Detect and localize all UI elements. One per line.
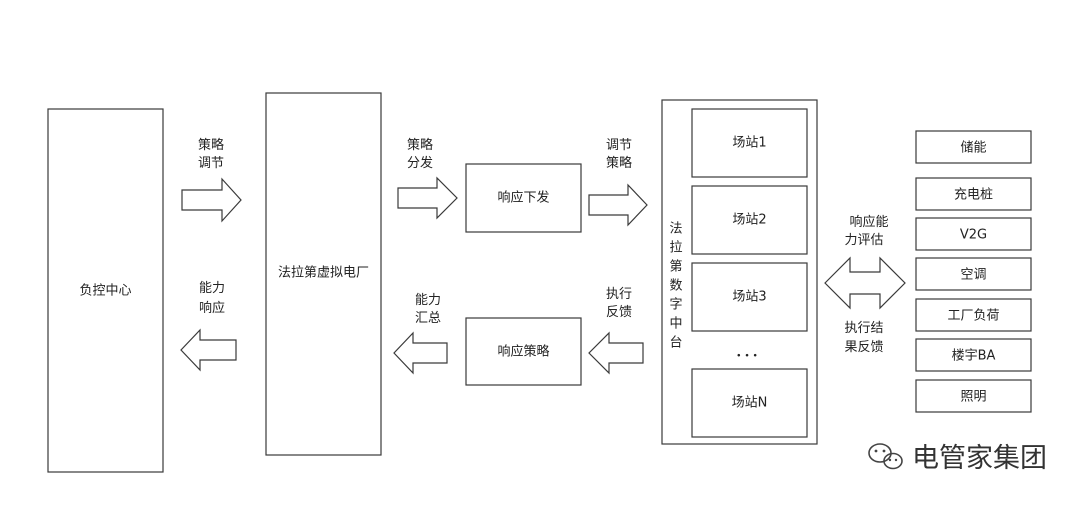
edge-label-line: 反馈 <box>606 305 632 320</box>
resource-v2g: V2G <box>915 217 1032 251</box>
edge-label-line: 策略 <box>407 137 433 153</box>
platform-vertical-label: 法 拉 第 数 字 中 台 <box>669 222 682 351</box>
edge-label-line: 分发 <box>407 155 433 171</box>
edge-label-line: 策略 <box>198 137 224 153</box>
resource-label: 楼宇BA <box>952 349 996 364</box>
node-label: 响应策略 <box>497 344 549 360</box>
edge-label-line: 调节 <box>198 156 224 171</box>
station-label: 场站2 <box>732 213 766 228</box>
station-n: 场站N <box>691 368 808 438</box>
resource-label: V2G <box>960 228 987 243</box>
edge-label-line: 响应 <box>199 300 225 316</box>
platform-label-char: 法 <box>669 222 682 237</box>
station-1: 场站1 <box>691 108 808 178</box>
station-label: 场站1 <box>732 136 766 151</box>
platform-label-char: 第 <box>669 260 682 275</box>
resource-label: 空调 <box>960 268 986 283</box>
node-response-strategy: 响应策略 <box>465 317 582 386</box>
edge-label-line: 调节 <box>606 138 632 153</box>
wechat-icon <box>868 443 903 470</box>
node-virtual-power-plant: 法拉第虚拟电厂 <box>265 92 382 456</box>
platform-label-char: 字 <box>669 298 682 313</box>
edge-label-line: 执行结 <box>844 321 883 336</box>
resource-building-ba: 楼宇BA <box>915 338 1032 372</box>
platform-label-char: 台 <box>669 336 682 351</box>
platform-label-char: 拉 <box>669 241 682 256</box>
resource-lighting: 照明 <box>915 379 1032 413</box>
arrow-adjust-strategy: 调节 策略 <box>588 138 648 227</box>
arrow-strategy-adjust: 策略 调节 <box>181 137 242 223</box>
station-2: 场站2 <box>691 185 808 255</box>
resource-label: 工厂负荷 <box>947 309 999 324</box>
resource-label: 储能 <box>960 141 986 156</box>
node-label: 响应下发 <box>497 190 549 206</box>
edge-label-line: 策略 <box>606 155 632 171</box>
platform-label-char: 中 <box>669 317 682 332</box>
node-label: 负控中心 <box>79 284 131 299</box>
resource-energy-storage: 储能 <box>915 130 1032 164</box>
watermark-text: 电管家集团 <box>912 443 1047 474</box>
station-ellipsis: • • • <box>736 352 758 362</box>
resource-charging-pile: 充电桩 <box>915 177 1032 211</box>
edge-label-line: 力评估 <box>844 233 883 248</box>
station-label: 场站N <box>732 396 768 411</box>
resource-label: 充电桩 <box>954 187 993 203</box>
resource-list: 储能 充电桩 V2G 空调 工厂负荷 楼宇BA 照明 <box>915 130 1032 413</box>
station-label: 场站3 <box>732 290 766 305</box>
node-response-dispatch: 响应下发 <box>465 163 582 233</box>
watermark: 电管家集团 <box>868 443 1047 474</box>
arrow-strategy-distribute: 策略 分发 <box>397 137 458 220</box>
resource-label: 照明 <box>960 390 986 405</box>
resource-factory-load: 工厂负荷 <box>915 298 1032 332</box>
station-3: 场站3 <box>691 262 808 332</box>
edge-label-line: 响应能 <box>849 214 888 230</box>
node-load-control-center: 负控中心 <box>47 108 164 473</box>
resource-air-conditioning: 空调 <box>915 257 1032 291</box>
edge-label-line: 执行 <box>606 287 632 302</box>
platform-label-char: 数 <box>669 279 682 294</box>
arrow-capability-summary: 能力 汇总 <box>393 293 448 375</box>
arrow-bidirectional: 响应能 力评估 执行结 果反馈 <box>824 214 906 355</box>
edge-label-line: 汇总 <box>415 311 441 326</box>
edge-label-line: 能力 <box>199 281 225 296</box>
arrow-execute-feedback: 执行 反馈 <box>588 287 644 375</box>
node-label: 法拉第虚拟电厂 <box>278 266 369 281</box>
edge-label-line: 果反馈 <box>844 340 883 355</box>
arrow-capability-response: 能力 响应 <box>180 281 237 372</box>
node-digital-platform: 法 拉 第 数 字 中 台 场站1 场站2 场站3 • • • 场站N <box>661 99 818 445</box>
edge-label-line: 能力 <box>415 293 441 308</box>
